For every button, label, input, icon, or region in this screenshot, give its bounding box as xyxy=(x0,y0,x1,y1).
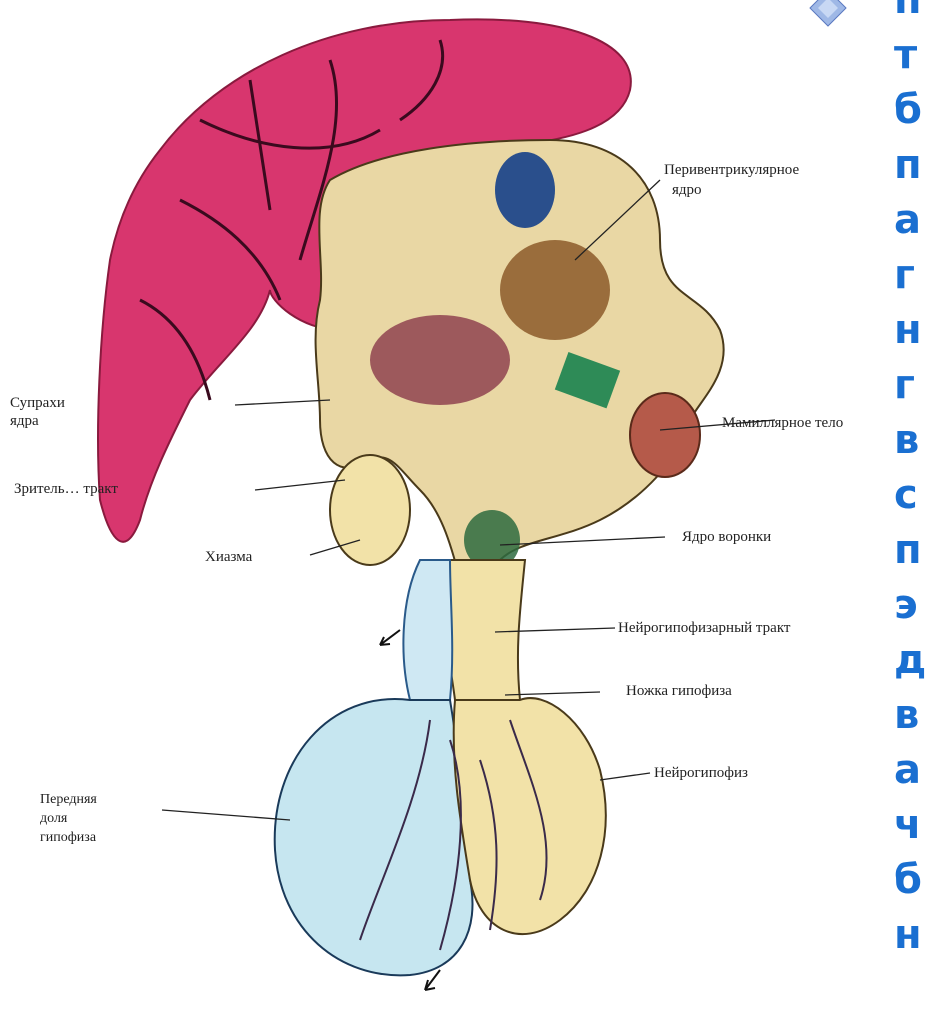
sidebar-letter: б xyxy=(894,860,922,900)
arrow-bottom xyxy=(425,970,440,990)
label-anterior-lobe: Передняя доля гипофиза xyxy=(40,790,160,847)
label-suprachiasmatic-line1: Супрахи xyxy=(10,394,130,412)
label-optic-tract: Зритель… тракт xyxy=(14,478,118,500)
mamillary-body-shape xyxy=(630,393,700,477)
label-anterior-lobe-line2: доля xyxy=(40,809,160,828)
sidebar-letter: н xyxy=(894,915,922,955)
central-nucleus xyxy=(370,315,510,405)
periventricular-nucleus-brown xyxy=(500,240,610,340)
sidebar-letter: а xyxy=(894,750,921,790)
sidebar-letter: п xyxy=(894,145,922,185)
sidebar-letter: э xyxy=(894,585,918,625)
sidebar-letter: п xyxy=(894,0,922,20)
label-infundibular-nucleus: Ядро воронки xyxy=(682,526,771,548)
sidebar-letter: г xyxy=(894,365,915,405)
sidebar-letter: б xyxy=(894,90,922,130)
sidebar-letter: п xyxy=(894,530,922,570)
label-pituitary-stalk: Ножка гипофиза xyxy=(626,680,732,702)
portal-vessels xyxy=(403,560,452,700)
sidebar-letter: н xyxy=(894,310,922,350)
sidebar-letter: в xyxy=(894,695,919,735)
label-chiasm: Хиазма xyxy=(205,546,252,568)
sidebar-letter: т xyxy=(894,35,917,75)
chiasm-shape xyxy=(330,455,410,565)
sidebar-letter: г xyxy=(894,255,915,295)
label-anterior-lobe-line3: гипофиза xyxy=(40,828,160,847)
label-suprachiasmatic-line2: ядра xyxy=(10,412,130,430)
label-periventricular: Перивентрикулярное ядро xyxy=(664,160,834,200)
sidebar-letter: с xyxy=(894,475,918,515)
periventricular-nucleus-blue xyxy=(495,152,555,228)
arrow-left xyxy=(380,630,400,645)
label-periventricular-line2: ядро xyxy=(664,180,834,200)
label-neurohypophysis: Нейрогипофиз xyxy=(654,762,748,784)
sidebar-letter: в xyxy=(894,420,919,460)
label-suprachiasmatic: Супрахи ядра xyxy=(10,394,130,430)
anterior-lobe-shape xyxy=(275,699,473,975)
label-anterior-lobe-line1: Передняя xyxy=(40,790,160,809)
sidebar-letter: д xyxy=(894,640,925,680)
sidebar-letter: а xyxy=(894,200,921,240)
sidebar-letter: ч xyxy=(894,805,921,845)
diamond-bullet-icon xyxy=(808,0,848,28)
label-periventricular-line1: Перивентрикулярное xyxy=(664,160,834,180)
label-neurohypophyseal-tract: Нейрогипофизарный тракт xyxy=(618,617,790,639)
neurohypophysis-shape xyxy=(454,698,606,934)
label-mamillary-body: Мамиллярное тело xyxy=(722,412,843,434)
